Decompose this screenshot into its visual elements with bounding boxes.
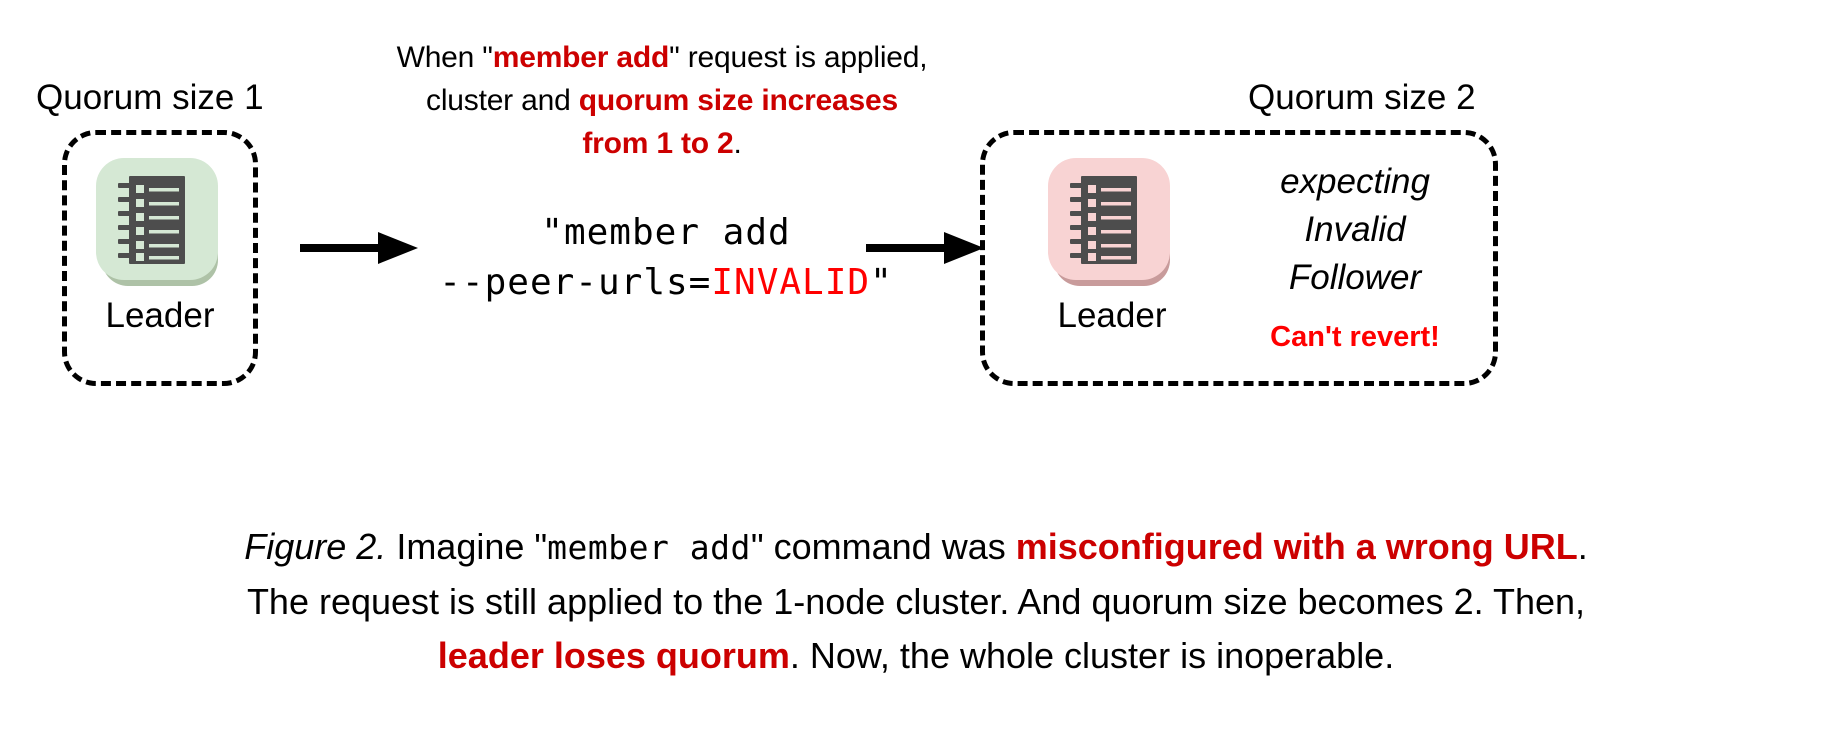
figure-caption-emphasis-2: leader loses quorum (437, 635, 790, 676)
arrow-glyph (300, 232, 418, 264)
figure-caption-label: Figure 2. (244, 526, 387, 567)
figure-caption-emphasis-1: misconfigured with a wrong URL (1015, 526, 1578, 567)
follower-status-line-1: expecting (1280, 162, 1430, 201)
server-rack-glyph (1070, 176, 1137, 264)
icon-tile (96, 158, 218, 280)
command-line2-post: " (870, 262, 893, 303)
top-annotation-line1-emphasis: member add (492, 41, 670, 74)
figure-caption-line-3: leader loses quorum. Now, the whole clus… (40, 629, 1792, 683)
cant-revert-warning: Can't revert! (1270, 321, 1440, 353)
quorum-size-label-left: Quorum size 1 (36, 78, 264, 117)
command-text: "member add --peer-urls=INVALID" (438, 208, 894, 308)
figure-caption-seg1: Imagine " (386, 526, 548, 567)
node-caption-right: Leader (1057, 296, 1167, 335)
top-annotation-line3-emphasis: from 1 to 2 (582, 127, 734, 160)
figure-caption-line3-post: . Now, the whole cluster is inoperable. (789, 635, 1395, 676)
figure-caption-seg3: " command was (750, 526, 1016, 567)
top-annotation-line-1: When "member add" request is applied, (352, 36, 972, 79)
top-annotation-line3-post: . (733, 127, 742, 160)
top-annotation: When "member add" request is applied, cl… (352, 36, 972, 165)
icon-tile (1048, 158, 1170, 280)
node-caption-left: Leader (105, 296, 215, 335)
top-annotation-line-3: from 1 to 2. (352, 122, 972, 165)
command-line-2: --peer-urls=INVALID" (438, 258, 894, 308)
top-annotation-line2-emphasis: quorum size increases (578, 84, 898, 117)
figure-caption: Figure 2. Imagine "member add" command w… (40, 520, 1792, 683)
figure-caption-line-1: Figure 2. Imagine "member add" command w… (40, 520, 1792, 575)
arrow-right-icon-right (866, 228, 986, 273)
arrow-right-icon-left (300, 228, 420, 273)
server-rack-glyph (118, 176, 185, 264)
follower-status-block: expecting Invalid Follower Can't revert! (1230, 158, 1480, 354)
top-annotation-line-2: cluster and quorum size increases (352, 79, 972, 122)
top-annotation-line2-pre: cluster and (426, 84, 579, 117)
figure-caption-seg5: . (1577, 526, 1588, 567)
cluster-boundary-left (62, 130, 258, 386)
top-annotation-line1-pre: When " (396, 41, 493, 74)
node-leader-right: Leader (1036, 158, 1188, 336)
figure-caption-line-2: The request is still applied to the 1-no… (246, 581, 1586, 622)
server-rack-icon-right (1048, 158, 1176, 286)
node-leader-left: Leader (84, 158, 236, 336)
command-line-1: "member add (541, 212, 791, 253)
follower-status-line-2: Invalid (1304, 210, 1406, 249)
cluster-boundary-right (980, 130, 1498, 386)
server-rack-icon-left (96, 158, 224, 286)
follower-status-line-3: Follower (1288, 258, 1422, 297)
command-invalid-value: INVALID (711, 262, 871, 303)
top-annotation-line1-post: " request is applied, (669, 41, 928, 74)
figure-caption-command: member add (547, 528, 751, 567)
command-line2-pre: --peer-urls= (439, 262, 712, 303)
quorum-size-label-right: Quorum size 2 (1248, 78, 1476, 117)
arrow-glyph (866, 232, 984, 264)
